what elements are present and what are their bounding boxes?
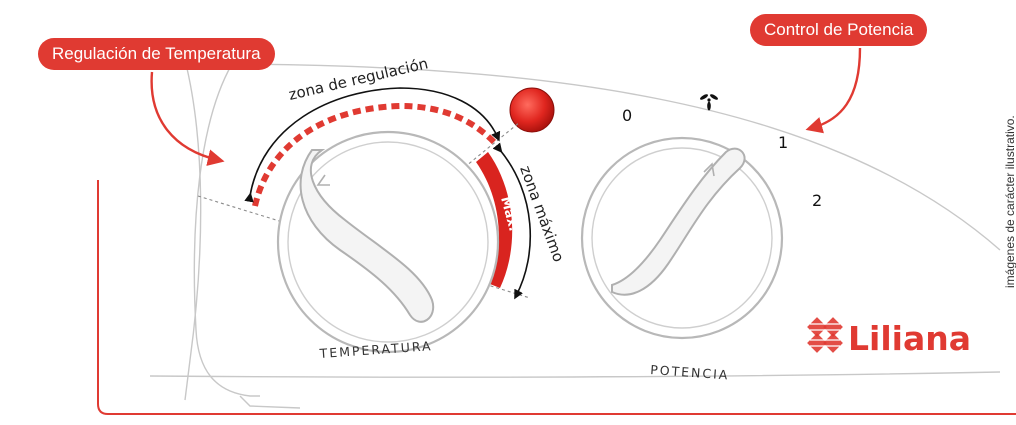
- temperature-knob[interactable]: [276, 130, 500, 354]
- regulation-zone-arrow: [244, 87, 501, 203]
- zone-regulation-label: zona de regulación: [287, 54, 430, 104]
- temp-callout-arrow: [150, 71, 225, 166]
- temperature-regulation-callout: Regulación de Temperatura: [38, 38, 275, 70]
- power-control-callout: Control de Potencia: [750, 14, 928, 46]
- power-position-1: 1: [778, 133, 788, 152]
- heater-body-outline: [149, 59, 1001, 409]
- zone-max-label: zona máximo: [516, 163, 568, 264]
- brand-name: Liliana: [848, 319, 971, 358]
- regulation-zone-arc: [252, 102, 497, 207]
- power-callout-arrow: [805, 47, 862, 134]
- panel-bracket: [97, 180, 1016, 415]
- power-position-0: 0: [622, 106, 632, 125]
- illustrative-note: imágenes de carácter ilustrativo.: [1003, 115, 1016, 288]
- fan-icon: [700, 94, 718, 111]
- power-knob-grip[interactable]: [611, 147, 746, 296]
- power-position-2: 2: [812, 191, 822, 210]
- power-label: POTENCIA: [650, 362, 730, 382]
- temperature-knob-grip[interactable]: [299, 149, 435, 323]
- power-knob[interactable]: [580, 136, 784, 340]
- indicator-light-icon: [509, 87, 555, 133]
- liliana-logo-icon: [807, 317, 843, 353]
- max-zone-arrow: [492, 142, 531, 300]
- temperature-label: TEMPERATURA: [318, 338, 433, 361]
